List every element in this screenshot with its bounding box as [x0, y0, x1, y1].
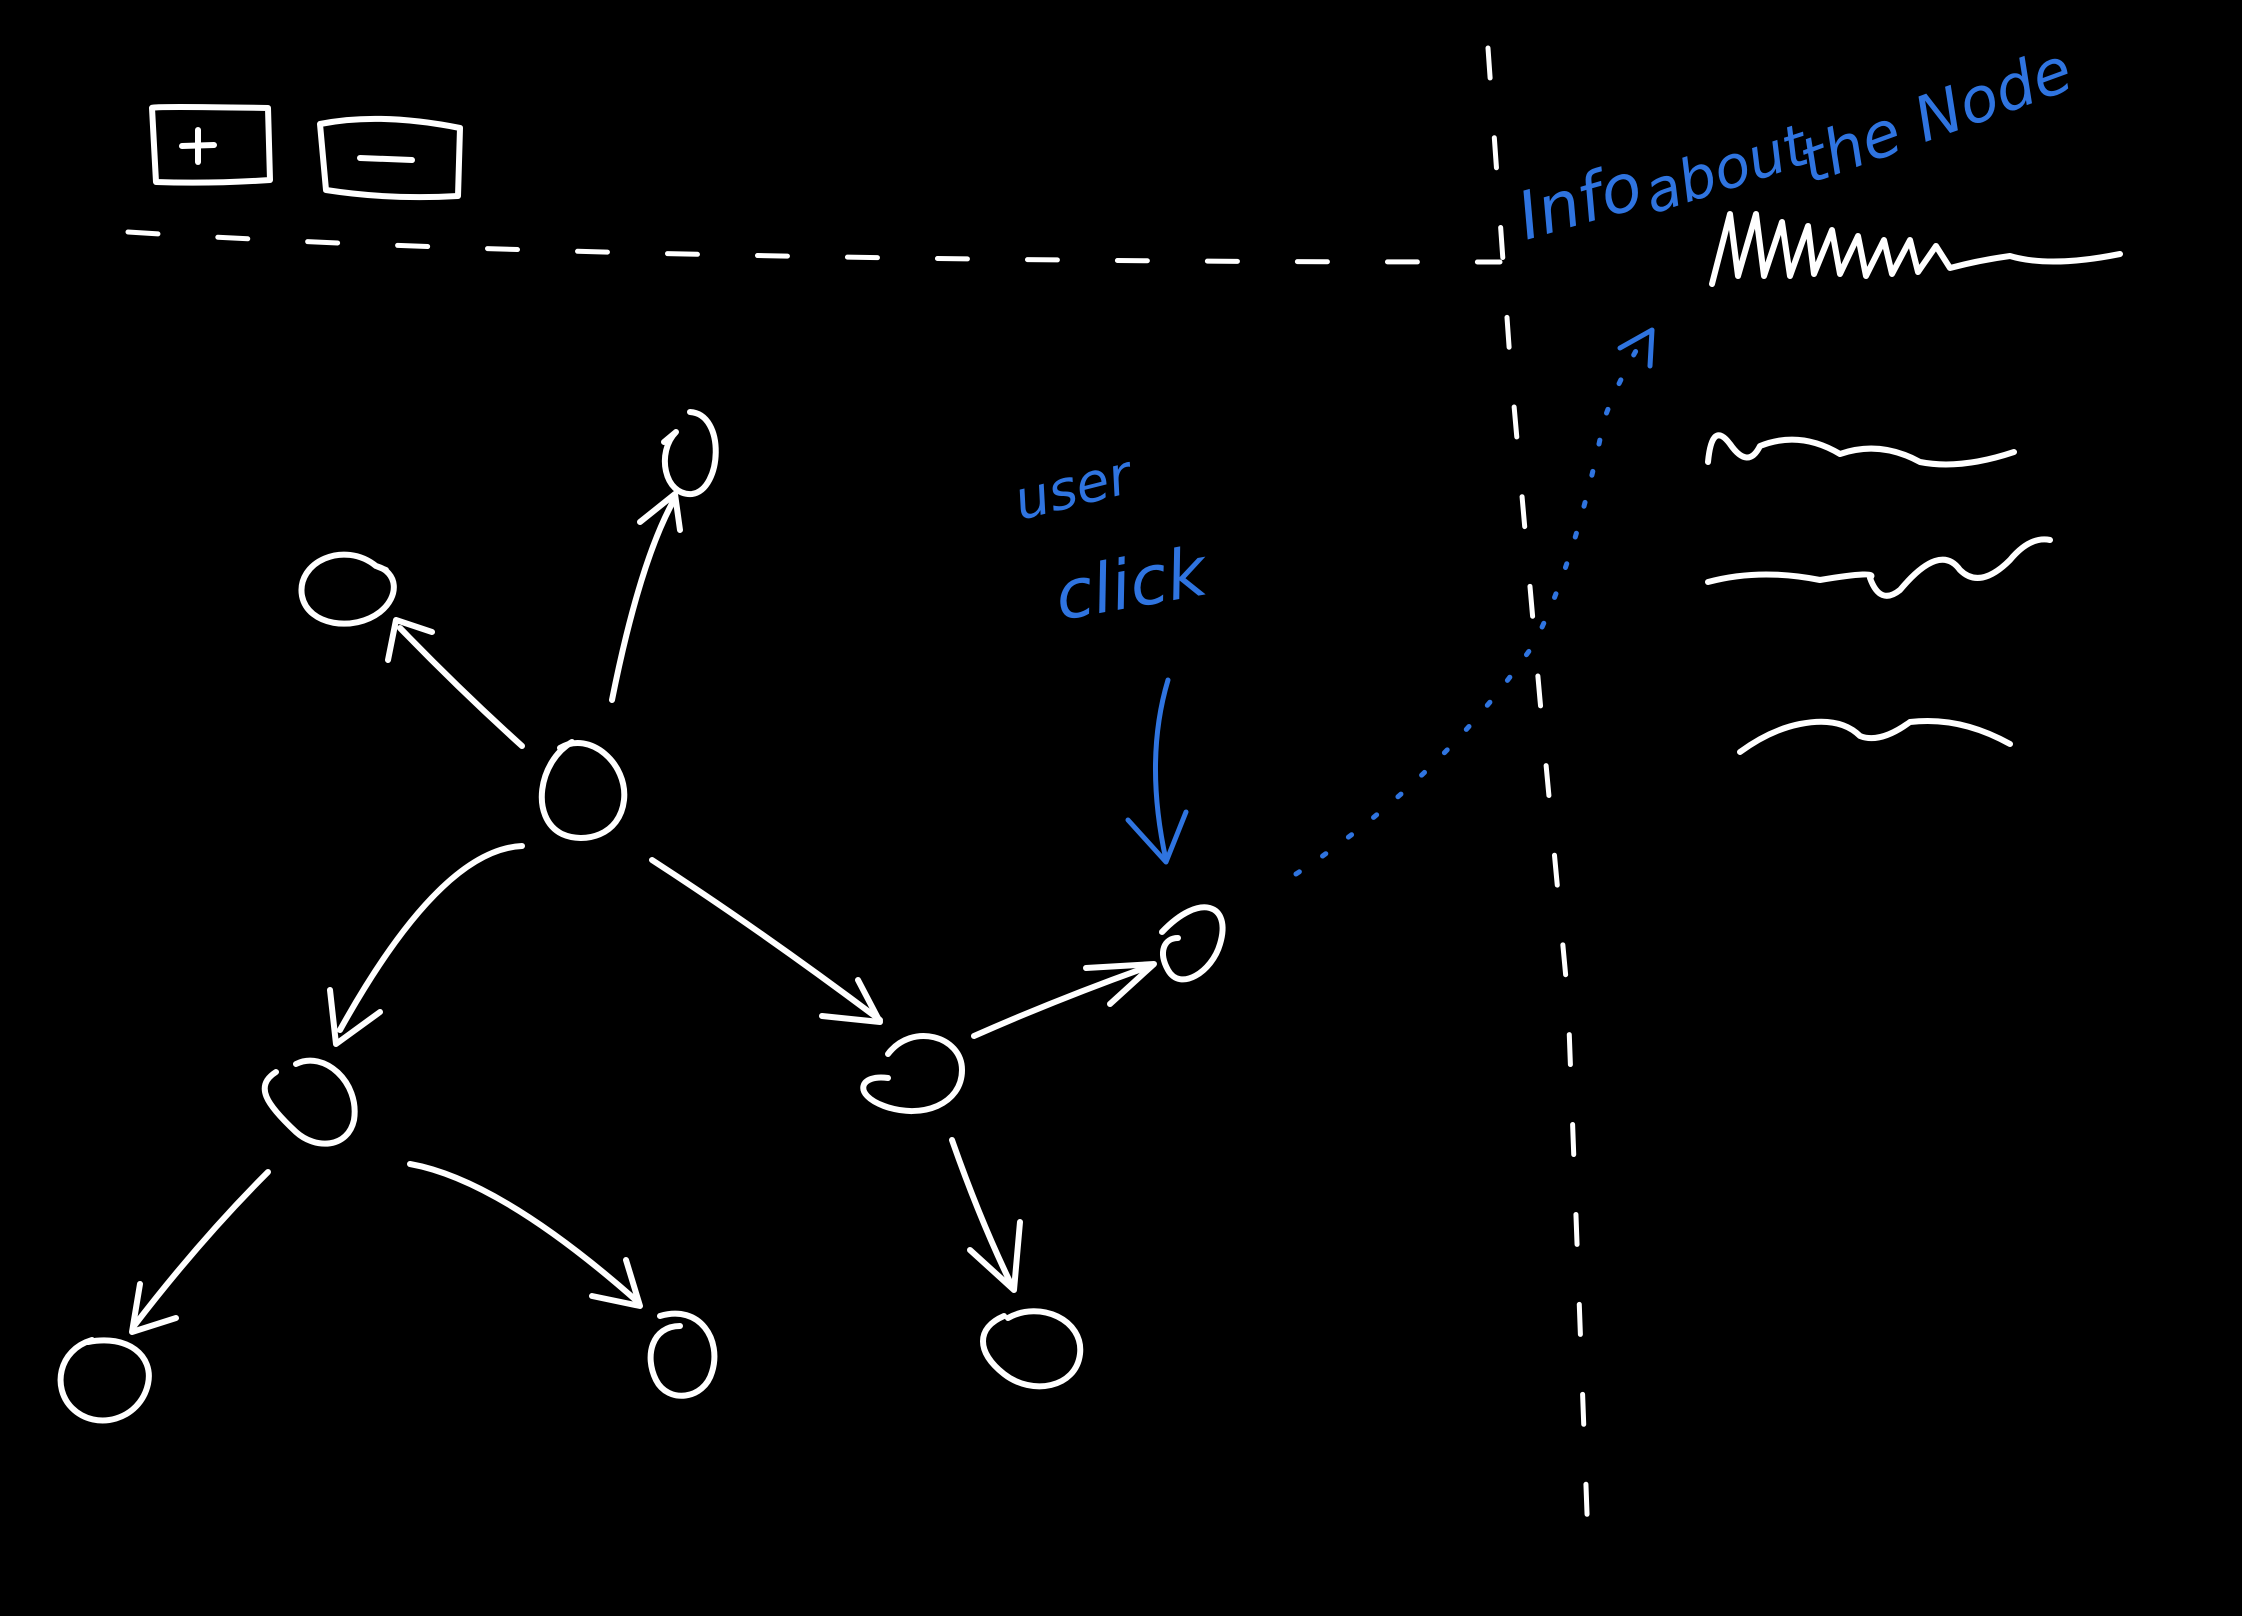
click-annotation-line2: click	[1049, 532, 1215, 637]
edge-root-leftchild-head	[327, 987, 383, 1047]
graph-node-left-leaf-1[interactable]	[57, 1337, 152, 1424]
edge-right-rightleaf	[949, 1137, 1015, 1289]
edge-root-rightchild	[649, 857, 883, 1023]
graph-node-right-child[interactable]	[860, 1033, 965, 1115]
edge-root-upperleft-head	[385, 617, 435, 663]
info-line-1	[1705, 432, 2017, 468]
graph-node-selected[interactable]	[1159, 904, 1226, 983]
graph-node-root[interactable]	[538, 739, 628, 841]
edge-right-selected	[971, 963, 1153, 1039]
graph-node-left-child[interactable]	[261, 1057, 358, 1147]
click-pointer-arrow	[1125, 677, 1189, 865]
click-annotation-line1: user	[1008, 442, 1140, 532]
edge-right-rightleaf-head	[967, 1219, 1023, 1293]
zoom-in-button[interactable]	[148, 104, 273, 186]
edge-root-rightchild-head	[819, 977, 883, 1025]
edge-left-leaf1-head	[129, 1281, 179, 1335]
edge-left-leaf1	[131, 1169, 271, 1329]
info-panel-heading-placeholder	[1709, 211, 2123, 287]
edge-root-leftchild	[337, 843, 525, 1033]
info-panel-title-rest: the Node	[1790, 33, 2081, 198]
graph-node-right-leaf[interactable]	[980, 1308, 1084, 1390]
zoom-out-button[interactable]	[317, 115, 463, 201]
graph-node-upper-left[interactable]	[298, 551, 397, 627]
selection-link	[1293, 327, 1655, 877]
info-panel-title-word2: about	[1635, 110, 1817, 227]
edge-root-upperleft	[397, 625, 525, 749]
edge-root-top	[609, 495, 678, 703]
panel-separator	[1485, 45, 1591, 1543]
minus-icon	[357, 155, 415, 163]
edge-root-top-head	[637, 491, 683, 533]
graph-node-left-leaf-2[interactable]	[647, 1310, 718, 1399]
info-line-3	[1737, 717, 2013, 755]
graph-node-top[interactable]	[661, 409, 719, 497]
graph-nodes	[57, 409, 1226, 1424]
edge-right-selected-head	[1083, 961, 1157, 1007]
toolbar-separator	[125, 229, 1503, 265]
edge-left-leaf2	[407, 1161, 641, 1305]
info-panel-title-word1: Info	[1509, 147, 1650, 255]
plus-icon	[179, 127, 217, 165]
info-line-2	[1705, 536, 2053, 599]
edge-left-leaf2-head	[589, 1257, 643, 1309]
info-panel: Info about the Node	[1509, 33, 2123, 755]
graph-edges	[129, 491, 1157, 1335]
